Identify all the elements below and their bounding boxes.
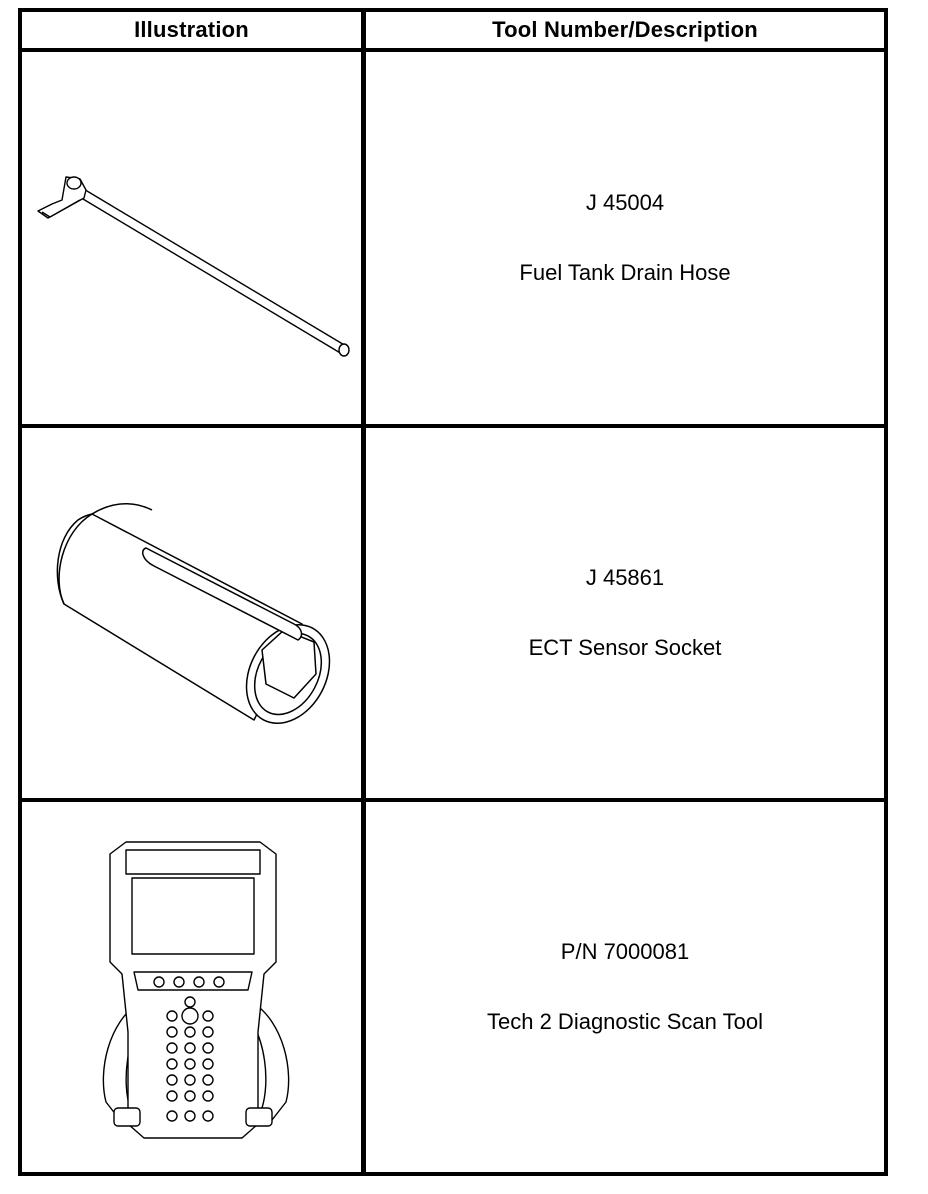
table-row-illustration [22,802,361,1172]
table-border-right [884,8,888,1176]
tool-description: ECT Sensor Socket [528,635,722,660]
tool-number: P/N 7000081 [560,939,690,964]
tech2-scan-tool-icon [102,841,290,1139]
table-row-illustration [22,52,361,424]
row-divider-1 [18,424,888,428]
header-divider [18,48,888,52]
header-tool-description: Tool Number/Description [492,17,758,42]
tool-description: Tech 2 Diagnostic Scan Tool [487,1009,763,1034]
table-row-description: P/N 7000081 Tech 2 Diagnostic Scan Tool [366,802,884,1172]
tool-number: J 45861 [585,565,665,590]
table-row-description: J 45861 ECT Sensor Socket [366,428,884,798]
table-border-top [18,8,888,12]
tool-description: Fuel Tank Drain Hose [519,260,731,285]
column-divider [361,8,366,1176]
fuel-tank-drain-hose-icon [37,176,350,357]
table-row-description: J 45004 Fuel Tank Drain Hose [366,52,884,424]
table-border-left [18,8,22,1176]
header-illustration: Illustration [134,17,249,42]
table-row-illustration [22,428,361,798]
row-divider-2 [18,798,888,802]
table-border-bottom [18,1172,888,1176]
tool-table: Illustration Tool Number/Description J 4… [18,8,888,1176]
ect-sensor-socket-icon [56,503,331,725]
tool-number: J 45004 [585,190,665,215]
